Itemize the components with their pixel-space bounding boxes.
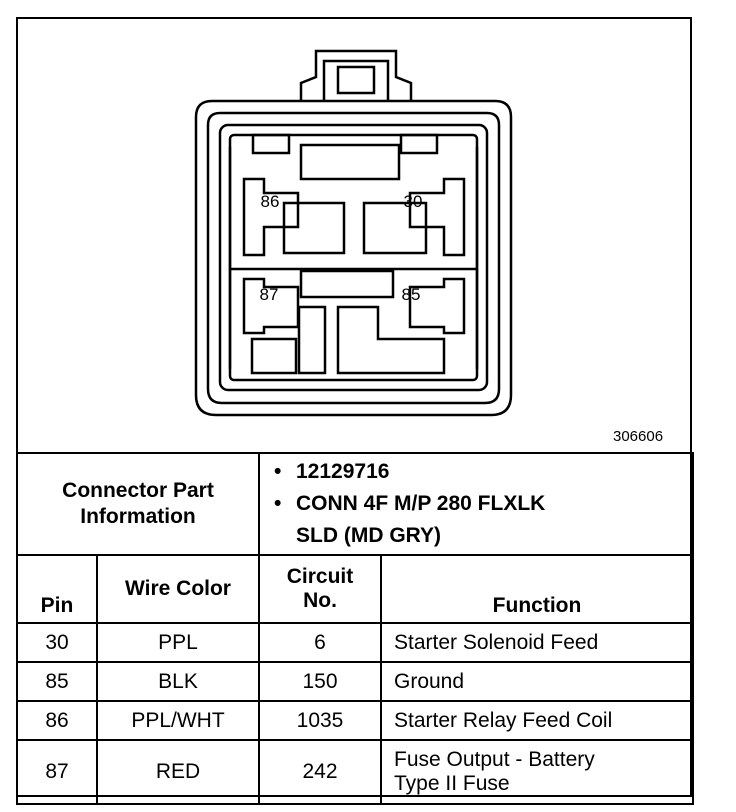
cell-circuit: 6	[258, 622, 382, 663]
table-row: 86 PPL/WHT 1035 Starter Relay Feed Coil	[16, 700, 695, 741]
part-info-list: •12129716 •CONN 4F M/P 280 FLXLK SLD (MD…	[257, 452, 695, 556]
cavity-30	[408, 177, 466, 257]
col-header-wire-color: Wire Color	[96, 554, 260, 624]
cell-pin: 30	[16, 622, 98, 663]
connector-housing-outer	[194, 99, 513, 417]
connector-latch-inner	[322, 59, 390, 101]
upper-right-center-block	[362, 201, 428, 255]
connector-latch	[299, 49, 413, 101]
table-row: 30 PPL 6 Starter Solenoid Feed	[16, 622, 695, 663]
lower-left-square	[250, 337, 298, 375]
cell-function: Starter Solenoid Feed	[379, 622, 695, 663]
cell-circuit: 242	[258, 739, 382, 805]
cell-color: RED	[96, 739, 260, 805]
upper-left-notch	[251, 133, 291, 155]
part-info-label-line2: Information	[80, 505, 196, 528]
cell-color: BLK	[96, 661, 260, 702]
cell-pin: 87	[16, 739, 98, 805]
part-number: •12129716	[274, 460, 390, 483]
connector-latch-tab	[336, 65, 376, 95]
lower-right-block	[336, 305, 446, 375]
part-info-label: Connector Part Information	[16, 452, 260, 556]
part-info-label-line1: Connector Part	[62, 479, 214, 502]
lower-center-slot	[299, 269, 395, 299]
pin-label-86: 86	[261, 192, 280, 211]
upper-right-notch	[399, 133, 439, 155]
connector-drawing: 86 30 87 85	[194, 49, 513, 417]
connector-cavity-frame	[218, 123, 489, 392]
connector-housing-inner	[206, 111, 501, 405]
col-header-function: Function	[379, 554, 695, 624]
cavity-86	[242, 177, 300, 257]
part-description-cont: SLD (MD GRY)	[296, 524, 442, 547]
part-description: •CONN 4F M/P 280 FLXLK	[274, 492, 546, 515]
cell-pin: 85	[16, 661, 98, 702]
lower-center-slot-vertical	[297, 305, 327, 375]
connector-cavity-inner	[228, 133, 479, 382]
upper-center-slot	[299, 143, 401, 181]
cell-function: Ground	[379, 661, 695, 702]
cell-circuit: 1035	[258, 700, 382, 741]
cell-pin: 86	[16, 700, 98, 741]
table-row: 85 BLK 150 Ground	[16, 661, 695, 702]
cavity-85	[408, 277, 466, 335]
cell-color: PPL/WHT	[96, 700, 260, 741]
cell-circuit: 150	[258, 661, 382, 702]
part-info-row: Connector Part Information •12129716 •CO…	[16, 452, 695, 556]
col-header-pin: Pin	[16, 554, 98, 624]
pin-label-30: 30	[404, 192, 423, 211]
figure-id: 306606	[613, 428, 664, 445]
connector-table: Connector Part Information •12129716 •CO…	[16, 452, 695, 805]
cell-color: PPL	[96, 622, 260, 663]
pin-label-87: 87	[260, 285, 279, 304]
pin-label-85: 85	[402, 285, 421, 304]
upper-left-center-block	[282, 201, 346, 255]
cell-function: Starter Relay Feed Coil	[379, 700, 695, 741]
